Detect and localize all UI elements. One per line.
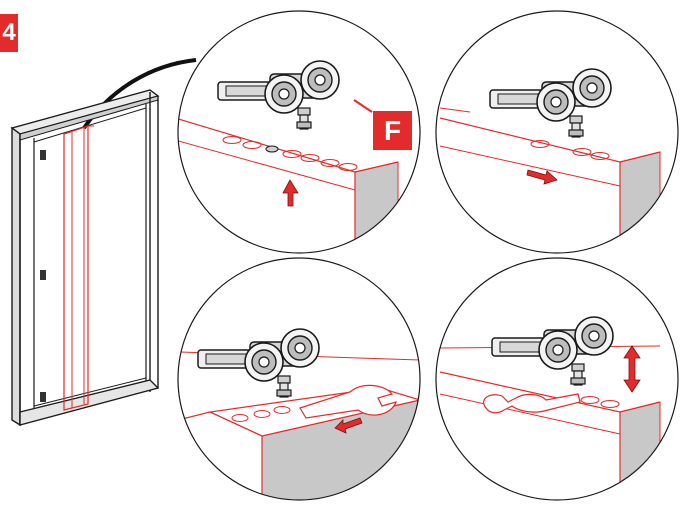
- arrow-up-down-icon: [623, 345, 641, 393]
- wrench: [483, 393, 581, 414]
- callout-letter: F: [383, 115, 402, 146]
- detail-panel-height: [435, 257, 679, 501]
- arrow-left-icon: [334, 417, 363, 434]
- step-badge-box: [0, 14, 18, 52]
- arrow-up-icon: [282, 179, 299, 207]
- detail-panel-wrench: [177, 257, 421, 501]
- wrench: [299, 384, 397, 419]
- callout-badge-box: [373, 111, 412, 150]
- detail-panel-slide: [435, 10, 679, 254]
- door-frame: [10, 89, 160, 427]
- step-number: 4: [2, 19, 16, 46]
- arrow-right-icon: [526, 169, 558, 185]
